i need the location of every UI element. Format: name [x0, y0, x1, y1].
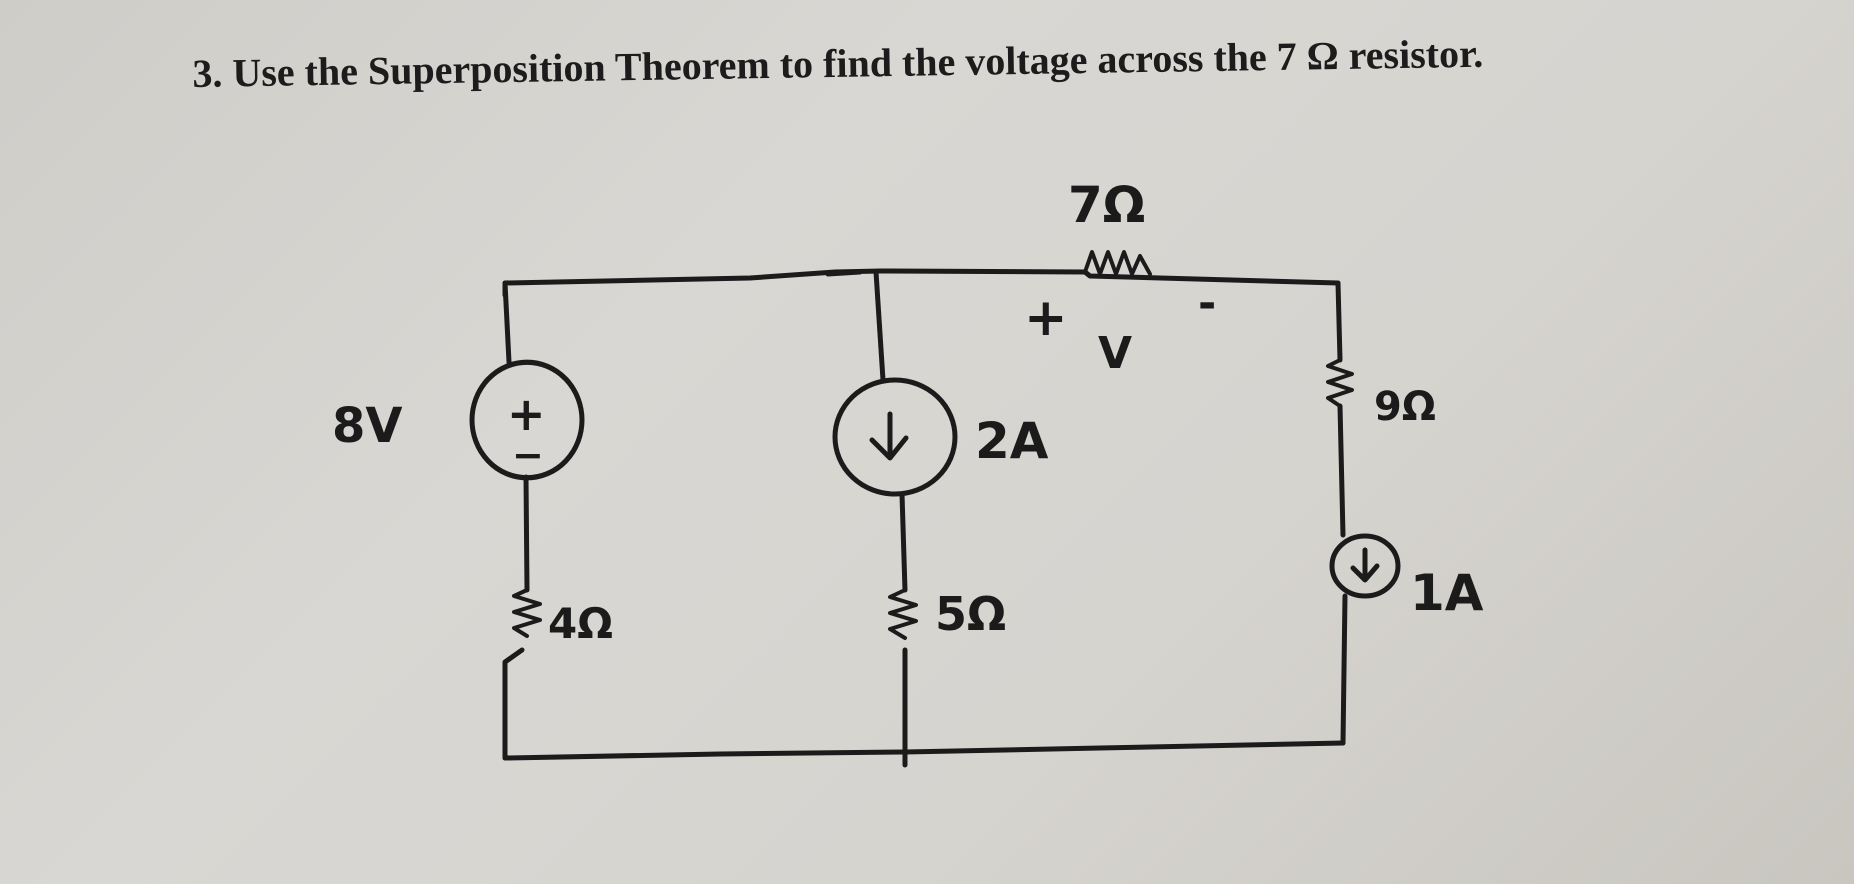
current-source-2a-arrow [869, 411, 909, 461]
voltage-plus-marker: + [1024, 288, 1068, 348]
resistor-5-zigzag [888, 588, 918, 640]
resistor-9-zigzag [1326, 358, 1354, 408]
left-branch-wire-mid [523, 474, 530, 593]
top-junction [825, 269, 863, 277]
voltage-source-minus: − [512, 433, 544, 477]
current-source-2a-circle [832, 377, 958, 497]
left-branch-wire-top [502, 280, 512, 365]
right-branch-wire-mid [1337, 403, 1346, 538]
voltage-minus-marker: - [1198, 278, 1216, 329]
voltage-v-label: V [1098, 328, 1132, 379]
current-source-2a-label: 2A [975, 412, 1049, 470]
left-branch-wire-bottom [502, 647, 525, 761]
resistor-4-zigzag [512, 588, 542, 638]
current-source-1a-arrow [1350, 547, 1380, 583]
middle-branch-wire-top [873, 269, 886, 383]
voltage-source-label: 8V [332, 398, 403, 454]
resistor-4-label: 4Ω [548, 599, 613, 648]
resistor-7-zigzag [1083, 250, 1152, 276]
right-branch-wire-top [1335, 280, 1343, 363]
right-branch-wire-bottom [1340, 593, 1348, 746]
current-source-1a-label: 1A [1410, 564, 1484, 622]
resistor-9-label: 9Ω [1374, 384, 1436, 430]
middle-branch-wire-mid [899, 491, 908, 593]
voltage-source-plus: + [507, 387, 546, 441]
resistor-7-label: 7Ω [1068, 176, 1145, 234]
bottom-wire [502, 740, 1346, 761]
resistor-5-label: 5Ω [935, 587, 1006, 641]
current-source-1a-circle [1329, 533, 1401, 599]
